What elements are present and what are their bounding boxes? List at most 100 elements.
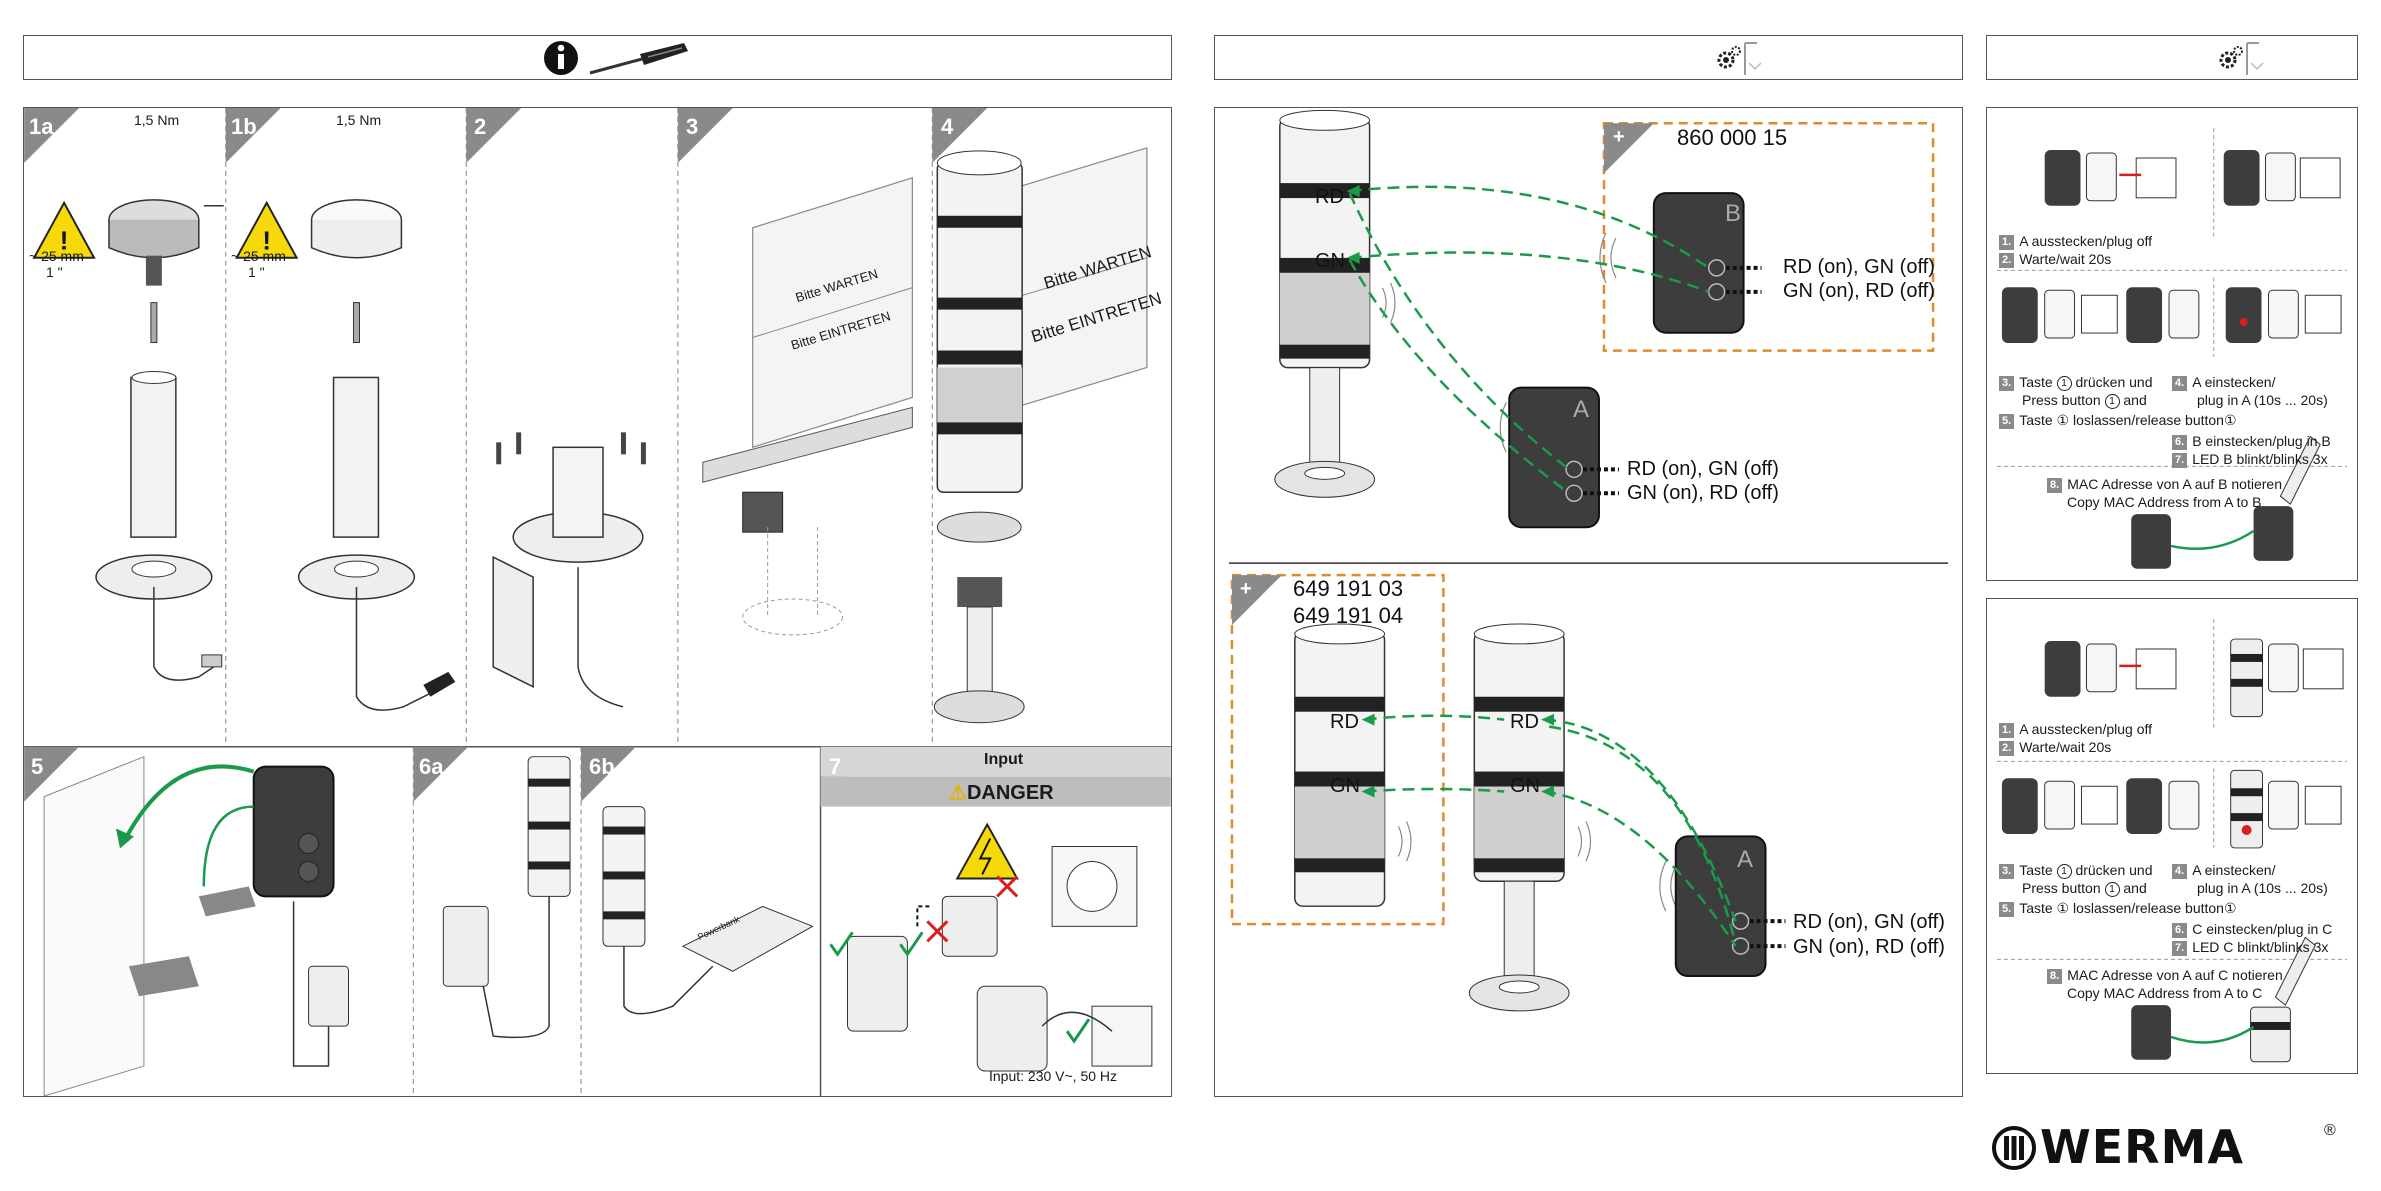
header-bar-mounting [23, 35, 1172, 80]
pairing-c-instructions: 1.A ausstecken/plug off 2.Warte/wait 20s… [1986, 598, 2358, 1074]
step-label-6a: 6a [419, 754, 444, 779]
signal-tower-bottom-left [1294, 623, 1386, 907]
warning-icon: ⚠ [949, 782, 967, 804]
b-step-2: 2.Warte/wait 20s [1999, 251, 2111, 268]
step-label-4: 4 [941, 114, 954, 139]
header-bar-pairing [1986, 35, 2358, 80]
rd-label-top: RD [1315, 186, 1344, 208]
gn-label-top: GN [1315, 250, 1345, 272]
tower-number-2: 649 191 04 [1293, 603, 1404, 628]
c-step-8: 8.MAC Adresse von A auf C notieren [2047, 967, 2283, 984]
pairing-b-illustration [1996, 128, 2348, 569]
module-a-bottom-red-line: RD (on), GN (off) [1793, 911, 1945, 933]
step-label-6b: 6b [589, 754, 615, 779]
step-7-drawing [829, 822, 1153, 1072]
module-a-bottom [1674, 835, 1786, 977]
plus-tag-bottom: + [1240, 578, 1252, 600]
row1-devices [2044, 150, 2341, 206]
gn-label-br: GN [1510, 775, 1540, 797]
plus-tag-top: + [1613, 126, 1625, 148]
step-4-drawing [933, 147, 1148, 724]
b-step-7: 7.LED B blinkt/blinks 3x [2172, 451, 2328, 468]
transmitter-number: 860 000 15 [1677, 125, 1788, 150]
screwdriver-icon [589, 43, 688, 75]
module-b [1652, 192, 1762, 334]
mounting-steps-frame: ! ! [23, 107, 1172, 1097]
header-bar-setup [1214, 35, 1963, 80]
pairing-illustration [1228, 109, 1949, 1012]
tower-number-1: 649 191 03 [1293, 576, 1404, 601]
b-step-6: 6.B einstecken/plug in B [2172, 433, 2331, 450]
b-step-4: 4.A einstecken/ [2172, 374, 2275, 391]
gn-label-bl: GN [1330, 775, 1360, 797]
step-label-7: 7 [829, 754, 842, 779]
c-step-2: 2.Warte/wait 20s [1999, 739, 2111, 756]
module-b-green-line: GN (on), RD (off) [1783, 280, 1935, 302]
werma-logo-text: WERMA [2040, 1120, 2244, 1174]
c-step-1: 1.A ausstecken/plug off [1999, 721, 2152, 738]
b-step-3-en: Press button 1 and [2022, 392, 2147, 409]
step-label-2: 2 [474, 114, 487, 139]
c-step-6: 6.C einstecken/plug in C [2172, 921, 2332, 938]
svg-text:!: ! [262, 228, 271, 256]
b-step-1: 1.A ausstecken/plug off [1999, 233, 2152, 250]
module-a [1508, 386, 1619, 529]
measure-in-1b: 1 " [248, 264, 265, 280]
step-3-drawing [702, 177, 913, 636]
registered-mark: ® [2324, 1122, 2336, 1139]
werma-logo: WERMA ® [1992, 1120, 2342, 1174]
b-step-4-en: plug in A (10s ... 20s) [2197, 392, 2328, 408]
svg-text:!: ! [60, 228, 69, 256]
measure-mm-1a: ~ 25 mm [29, 248, 84, 264]
c-step-4: 4.A einstecken/ [2172, 862, 2275, 879]
row3-devices [2131, 435, 2321, 569]
module-a-letter: A [1573, 396, 1590, 423]
rd-label-bl: RD [1330, 711, 1359, 733]
c-step-3: 3.Taste 1 drücken und [1999, 862, 2153, 879]
mounting-illustration: ! ! [24, 108, 1171, 1096]
row2-devices [2001, 287, 2342, 344]
info-icon [544, 41, 578, 75]
input-label: Input [984, 751, 1024, 768]
step-2-drawing [492, 432, 646, 708]
measure-in-1a: 1 " [46, 264, 63, 280]
module-a-bottom-letter: A [1737, 846, 1754, 873]
machine-icon [1744, 42, 1762, 75]
c-step-5: 5.Taste ① loslassen/release button① [1999, 900, 2237, 917]
step-label-5: 5 [31, 754, 44, 779]
step-1b-drawing: ! [235, 199, 456, 711]
row3-devices-c [2131, 936, 2316, 1063]
module-b-red-line: RD (on), GN (off) [1783, 256, 1935, 278]
module-a-green-line: GN (on), RD (off) [1627, 482, 1779, 504]
rd-label-br: RD [1510, 711, 1539, 733]
step-6a-drawing [442, 756, 571, 1039]
danger-label: ⚠DANGER [949, 782, 1054, 804]
werma-logo-mark-icon [1992, 1126, 2036, 1170]
machine-icon [2246, 42, 2264, 75]
c-step-3-en: Press button 1 and [2022, 880, 2147, 897]
row2-devices-c [2001, 769, 2342, 849]
signal-tower-top [1274, 109, 1376, 498]
torque-label-1a: 1,5 Nm [134, 112, 180, 128]
pairing-b-instructions: 1.A ausstecken/plug off 2.Warte/wait 20s… [1986, 107, 2358, 581]
c-step-7: 7.LED C blinkt/blinks 3x [2172, 939, 2328, 956]
b-step-5: 5.Taste ① loslassen/release button① [1999, 412, 2237, 429]
gear-icon [2219, 46, 2243, 69]
b-step-3: 3.Taste 1 drücken und [1999, 374, 2153, 391]
measure-mm-1b: ~ 25 mm [231, 248, 286, 264]
pairing-c-illustration [1996, 619, 2348, 1063]
step-6b-drawing [602, 806, 814, 1015]
step-label-1b: 1b [231, 114, 257, 139]
module-b-letter: B [1725, 200, 1742, 227]
module-a-red-line: RD (on), GN (off) [1627, 458, 1779, 480]
c-step-8-en: Copy MAC Address from A to C [2067, 985, 2263, 1001]
step-label-1a: 1a [29, 114, 54, 139]
step-1a-drawing: ! [32, 199, 224, 681]
signal-tower-bottom-right [1468, 623, 1570, 1012]
b-step-8-en: Copy MAC Address from A to B [2067, 494, 2262, 510]
pairing-frame: + 860 000 15 + 649 191 03 649 191 04 RD … [1214, 107, 1963, 1097]
input-spec: Input: 230 V~, 50 Hz [989, 1068, 1118, 1084]
step-label-3: 3 [686, 114, 699, 139]
row1-devices-c [2044, 638, 2344, 718]
